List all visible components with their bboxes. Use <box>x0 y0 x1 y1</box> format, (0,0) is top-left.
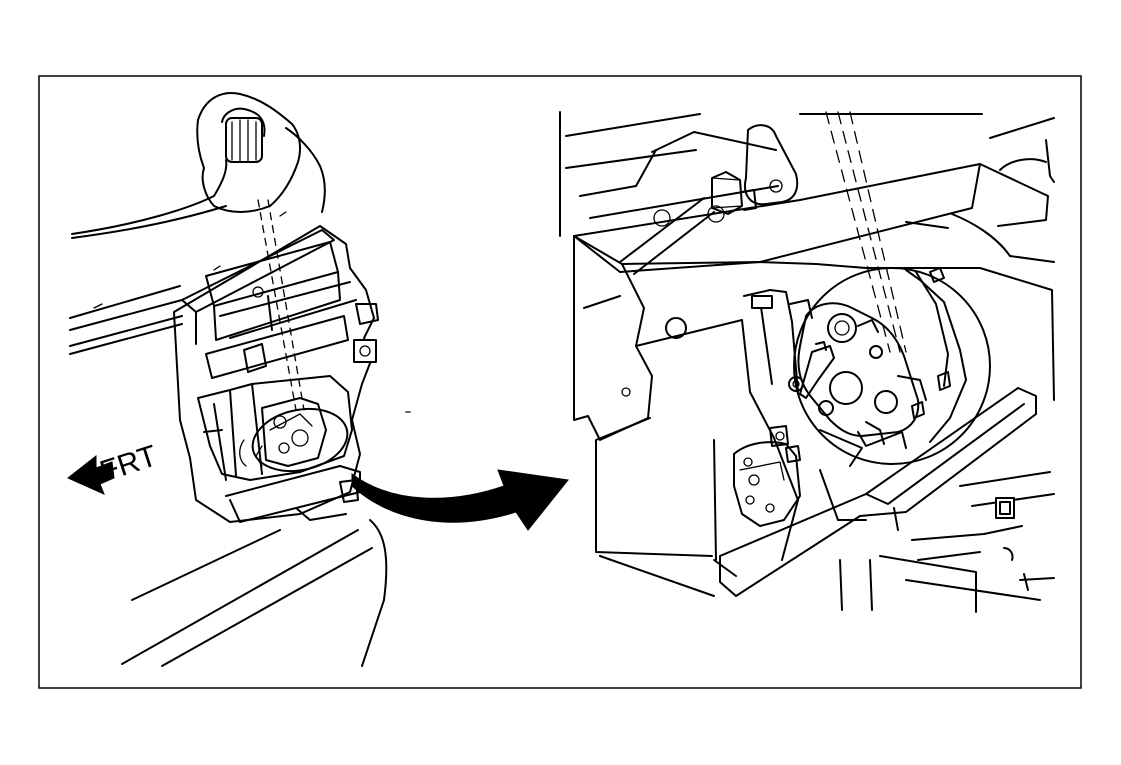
striker-plate <box>733 425 801 527</box>
front-direction-label: FRT <box>96 439 161 488</box>
detail-view <box>559 111 1055 613</box>
overview-view <box>69 92 411 667</box>
latch-mechanism <box>788 267 967 467</box>
detail-circle-magnified <box>793 267 991 465</box>
callout-arrow <box>351 469 569 531</box>
front-direction-indicator: FRT <box>67 439 161 495</box>
figure-border <box>38 75 1082 689</box>
front-arrow-icon <box>67 454 115 495</box>
hand-with-tool <box>196 92 326 213</box>
upper-nut-bracket <box>619 124 799 275</box>
detail-circle-overview <box>251 408 349 472</box>
